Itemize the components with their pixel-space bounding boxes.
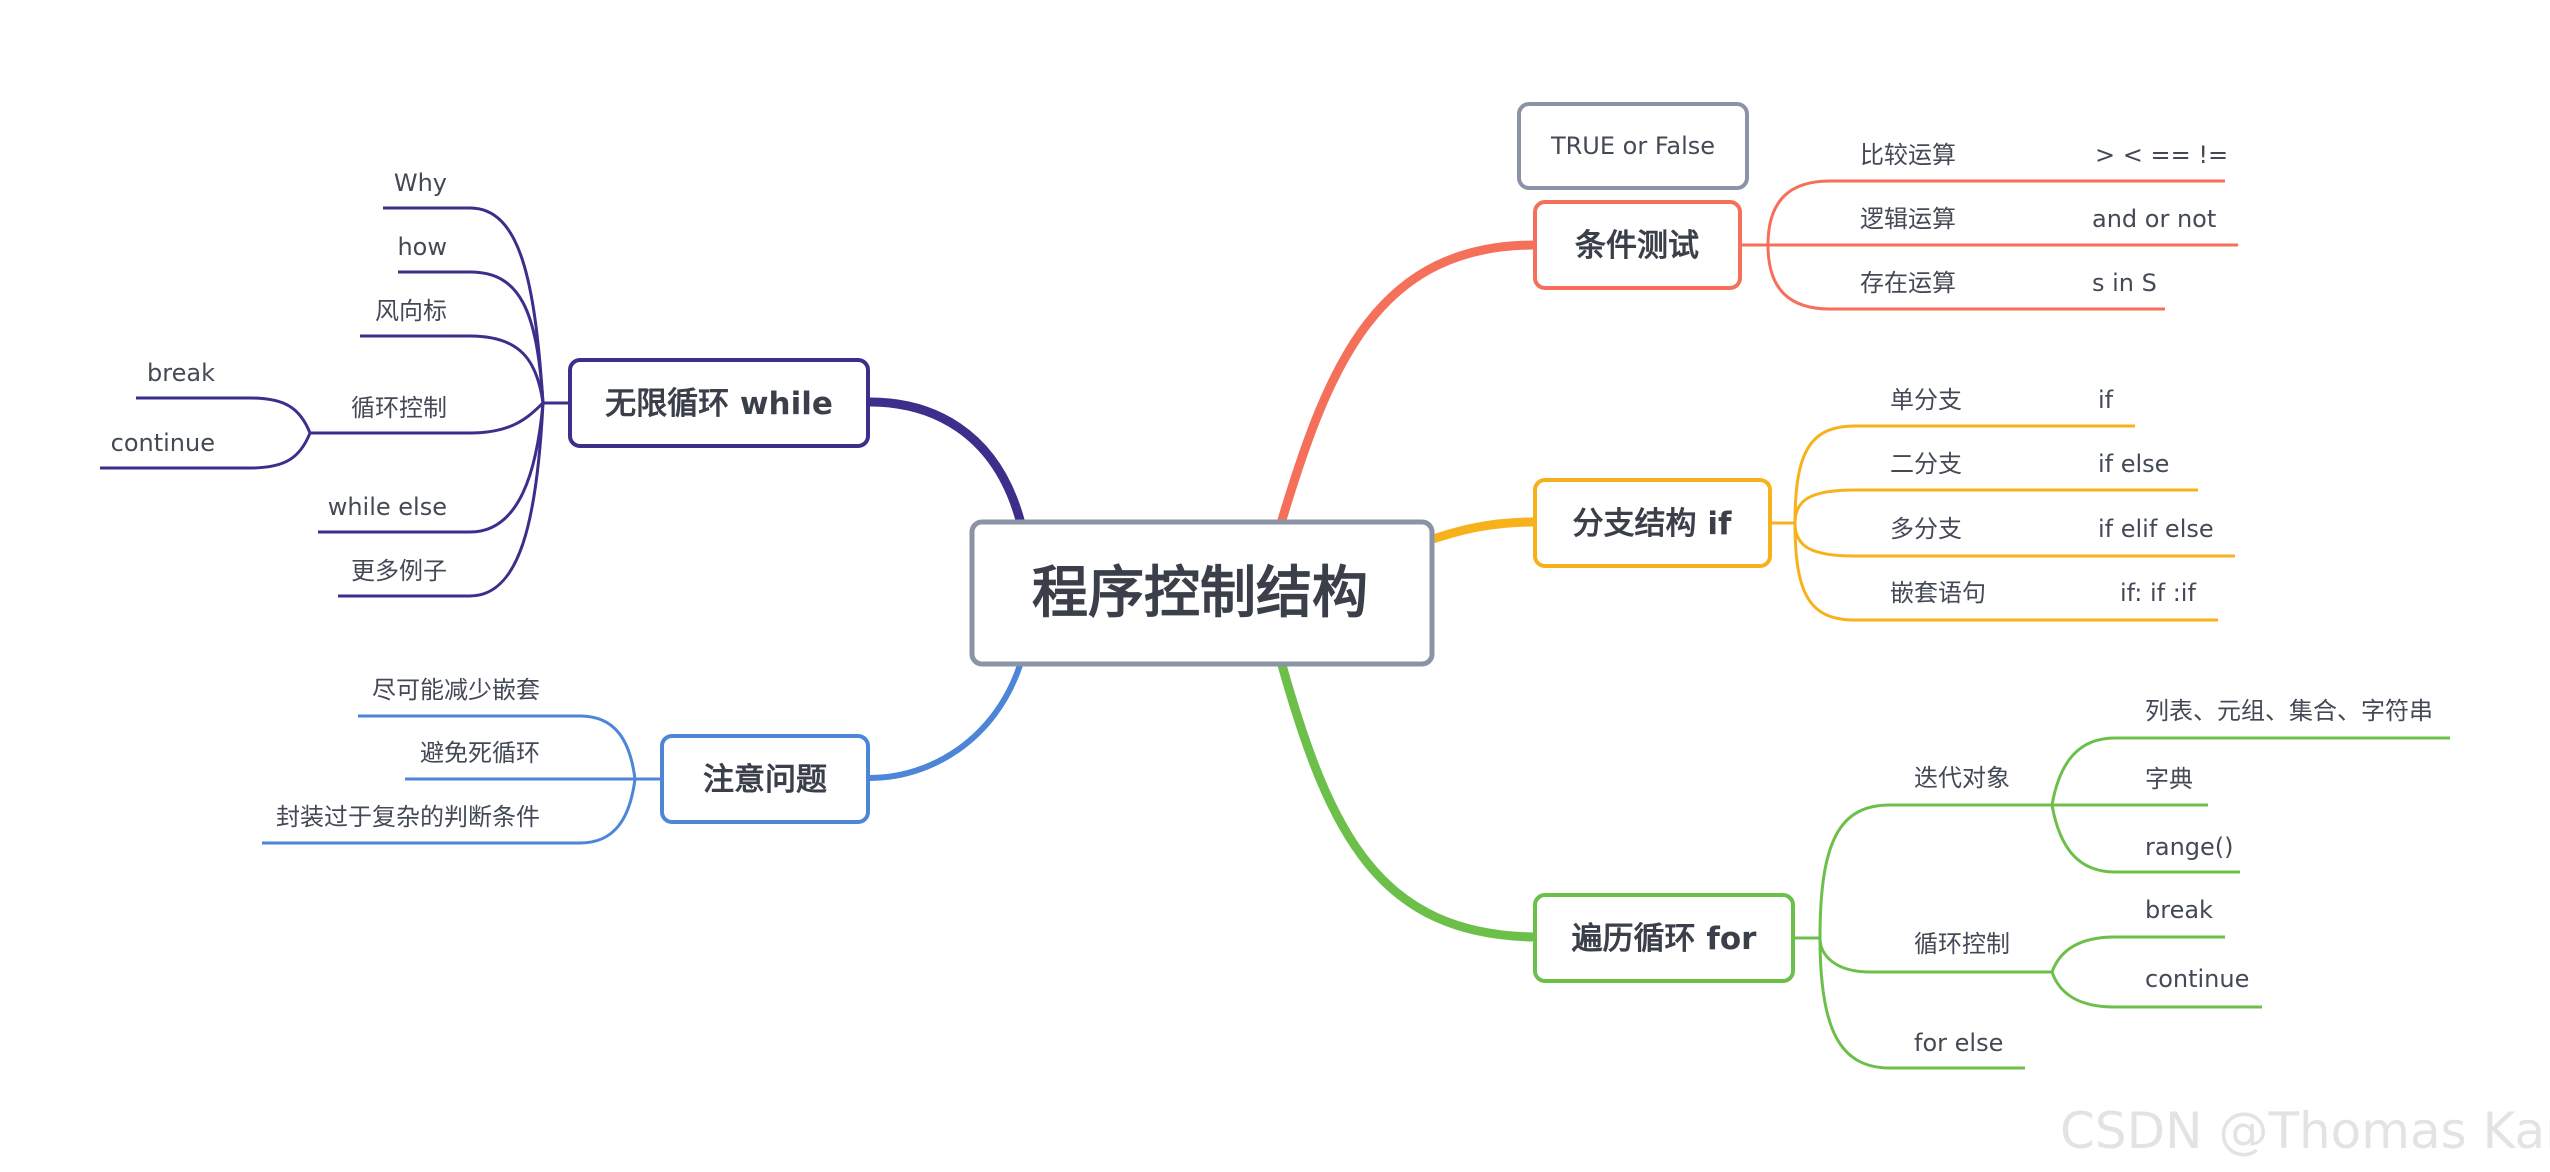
condition-item-label: 存在运算 [1860,269,1956,297]
notes-title: 注意问题 [703,762,827,798]
connector-branch [1425,517,1540,545]
for-iter-item: 列表、元组、集合、字符串 [2145,697,2433,725]
condition-topic[interactable]: 条件测试 [1533,200,1742,290]
branch-item-detail: if [2098,386,2114,414]
for-iter-item: 字典 [2145,765,2193,793]
branch-item-detail: if: if :if [2120,579,2196,607]
branch-item-detail: if elif else [2098,515,2214,543]
while-item: Why [394,169,447,197]
for-connectors [1793,736,2450,1070]
branch-item-label: 多分支 [1890,515,1962,543]
while-item: while else [328,493,447,521]
while-control-item: break [147,359,215,387]
condition-item-label: 逻辑运算 [1860,205,1956,233]
branch-item-label: 二分支 [1890,450,1962,478]
branch-title: 分支结构 if [1573,506,1732,542]
for-control-label: 循环控制 [1914,930,2010,958]
while-item: 循环控制 [351,394,447,422]
while-topic[interactable]: 无限循环 while [568,358,870,448]
for-else-label: for else [1914,1029,2003,1057]
while-connectors [100,206,570,598]
notes-topic[interactable]: 注意问题 [660,734,870,824]
for-iter-item: range() [2145,833,2234,861]
while-item: how [397,233,447,261]
condition-connectors [1740,179,2238,311]
for-control-item: break [2145,896,2213,924]
condition-item-label: 比较运算 [1860,141,1956,169]
notes-connectors [262,714,662,845]
branch-item-label: 嵌套语句 [1890,579,1986,607]
watermark: CSDN @Thomas Kant [2060,1102,2550,1160]
branch-connectors [1770,424,2235,622]
root-title: 程序控制结构 [1032,561,1368,626]
connector-condition [1277,240,1540,525]
floating-topic[interactable]: TRUE or False [1517,102,1749,190]
condition-item-detail: > < == != [2095,141,2228,169]
for-title: 遍历循环 for [1572,921,1758,957]
for-iter-label: 迭代对象 [1914,764,2010,792]
notes-item: 尽可能减少嵌套 [372,676,540,704]
while-title: 无限循环 while [605,386,833,422]
notes-item: 封装过于复杂的判断条件 [276,803,540,831]
notes-item: 避免死循环 [420,739,540,767]
for-topic[interactable]: 遍历循环 for [1533,893,1795,983]
branch-topic[interactable]: 分支结构 if [1533,478,1772,568]
condition-title: 条件测试 [1575,228,1699,264]
while-control-item: continue [111,429,215,457]
for-control-item: continue [2145,965,2249,993]
condition-item-detail: s in S [2092,269,2157,297]
connector-while [865,397,1025,525]
connector-notes [867,662,1023,781]
condition-item-detail: and or not [2092,205,2216,233]
connector-for [1277,660,1540,942]
root-node[interactable]: 程序控制结构 [969,519,1435,667]
while-item: 风向标 [375,297,447,325]
floating-topic-label: TRUE or False [1550,132,1715,160]
branch-item-label: 单分支 [1890,386,1962,414]
while-item: 更多例子 [351,557,447,585]
branch-item-detail: if else [2098,450,2169,478]
